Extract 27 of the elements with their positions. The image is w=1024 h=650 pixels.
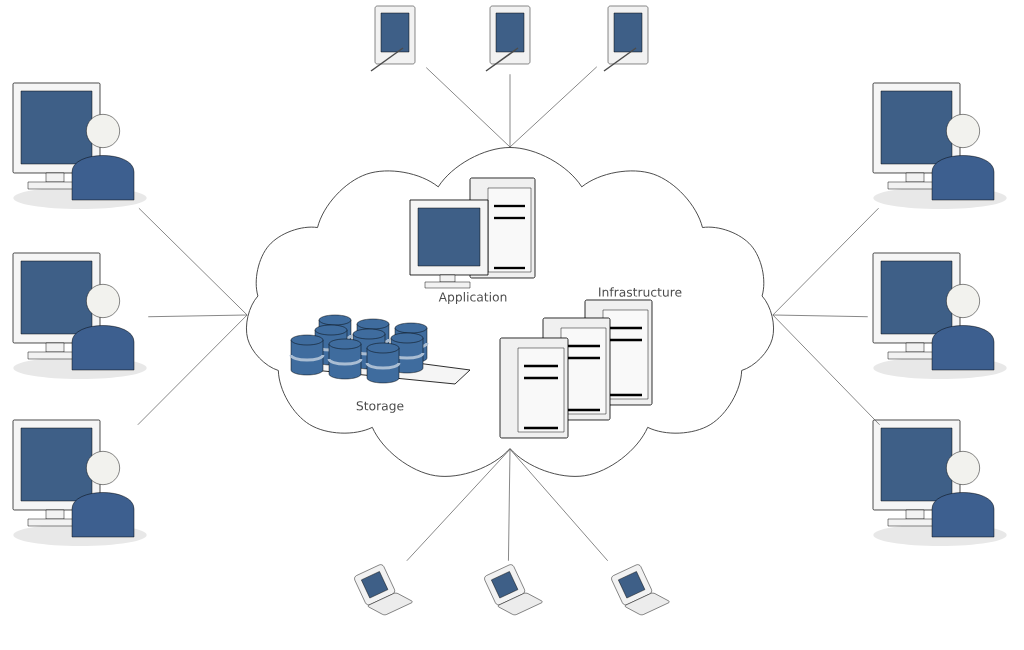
mobile-phone-drawing [484,564,543,616]
user-workstation-drawing [872,252,1007,379]
connector-line [772,314,869,318]
tablet-drawing [370,5,416,72]
user-workstation-drawing [12,82,147,209]
user-workstation-drawing [872,82,1007,209]
mobile-phone-drawing [611,564,670,616]
connector-line [508,448,511,562]
picture-caption: Infrastructure [599,287,682,297]
connector-line [772,314,880,426]
connector-line [147,314,248,318]
connector-line [406,448,511,562]
connector-line [509,448,609,562]
connector-line [137,314,248,426]
connector-line [509,66,598,148]
user-workstation-drawing [872,419,1007,546]
mobile-phone-drawing [354,564,413,616]
connector-line [138,207,248,316]
connector-line [772,207,879,316]
user-workstation-drawing [12,252,147,379]
connector-line [425,67,511,148]
user-workstation-drawing [12,419,147,546]
tablet-drawing [603,5,649,72]
connector-line [509,73,511,148]
picture-caption: Application [438,292,507,304]
tablet-drawing [485,5,531,72]
picture-caption: Storage [356,401,404,413]
